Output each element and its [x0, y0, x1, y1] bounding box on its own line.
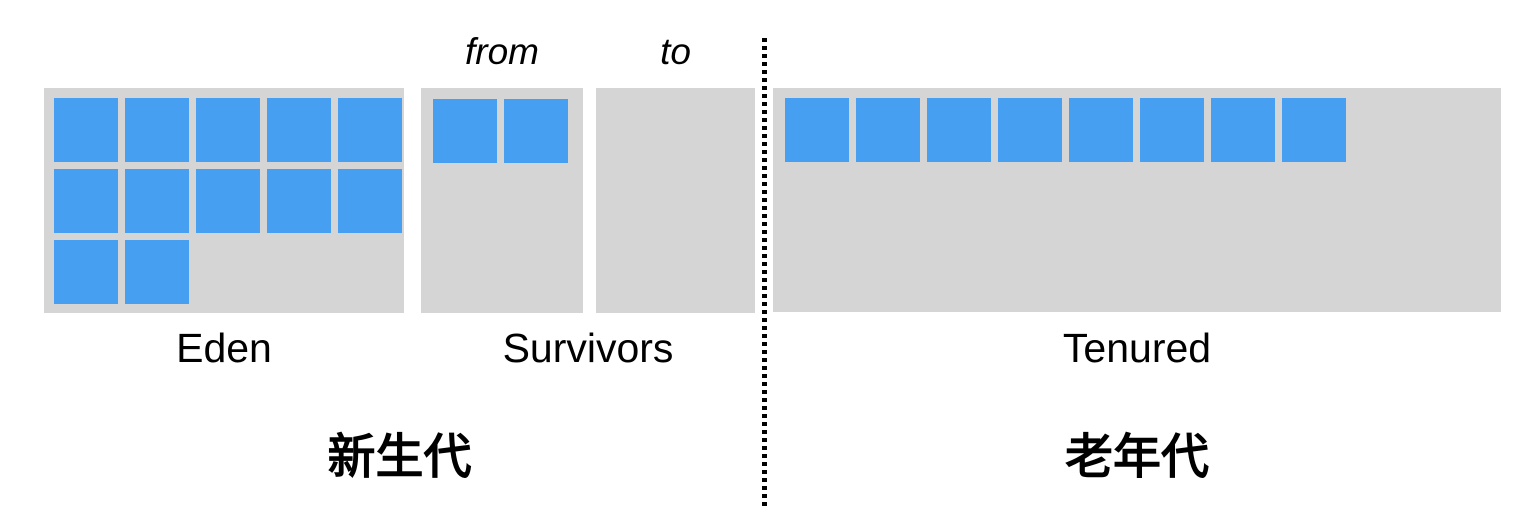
survivor-from-region [421, 88, 583, 313]
object-cell [338, 98, 402, 162]
object-cell [1282, 98, 1346, 162]
object-cell [1069, 98, 1133, 162]
object-cell [125, 240, 189, 304]
object-cell [785, 98, 849, 162]
object-cell [1140, 98, 1204, 162]
object-cell [267, 98, 331, 162]
survivors-label: Survivors [502, 325, 674, 371]
eden-region [44, 88, 404, 313]
generation-divider-line [762, 38, 767, 508]
object-cell [267, 169, 331, 233]
object-cell [998, 98, 1062, 162]
object-cell [338, 169, 402, 233]
survivor-from-tag: from [465, 31, 539, 72]
object-cell [54, 98, 118, 162]
survivor-to-tag: to [660, 31, 691, 72]
object-cell [125, 169, 189, 233]
object-cell [927, 98, 991, 162]
object-cell [54, 169, 118, 233]
object-cell [196, 98, 260, 162]
object-cell [433, 99, 497, 163]
old-generation-label: 老年代 [1064, 431, 1209, 484]
survivor-to-region [596, 88, 755, 313]
eden-label: Eden [176, 325, 272, 371]
object-cell [54, 240, 118, 304]
object-cell [1211, 98, 1275, 162]
object-cell [196, 169, 260, 233]
tenured-region [773, 88, 1501, 312]
object-cell [504, 99, 568, 163]
young-generation-label: 新生代 [327, 431, 472, 484]
tenured-label: Tenured [1062, 325, 1212, 371]
object-cell [856, 98, 920, 162]
object-cell [125, 98, 189, 162]
